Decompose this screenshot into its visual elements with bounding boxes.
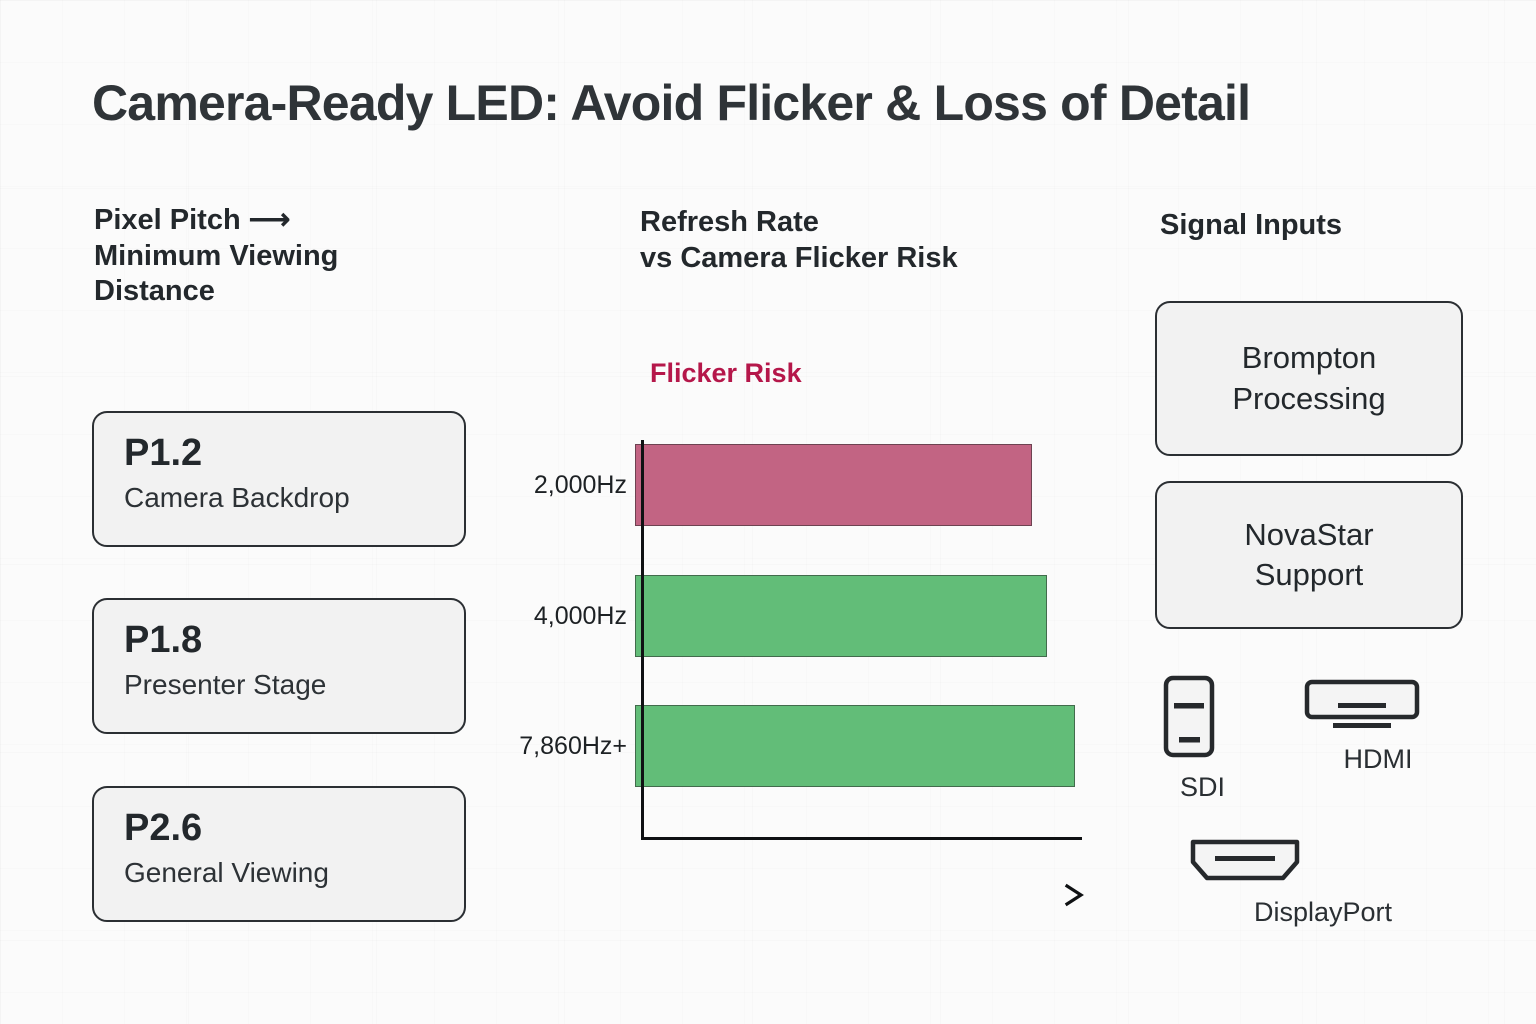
pitch-card-p18[interactable]: P1.8 Presenter Stage <box>92 598 466 734</box>
chart-tick-label: 2,000Hz <box>533 470 627 499</box>
connector-displayport[interactable]: DisplayPort <box>1152 836 1474 928</box>
refresh-rate-heading-line-1: Refresh Rate <box>640 206 819 238</box>
pitch-card-label: General Viewing <box>124 856 329 888</box>
page-title: Camera-Ready LED: Avoid Flicker & Loss o… <box>92 75 1251 131</box>
pitch-card-label: Camera Backdrop <box>124 481 350 513</box>
signal-card-brompton-processing[interactable]: Brompton Processing <box>1155 301 1463 456</box>
pixel-pitch-heading-line-2: Minimum Viewing <box>94 239 339 272</box>
pitch-card-p26[interactable]: P2.6 General Viewing <box>92 786 466 922</box>
signal-inputs-heading: Signal Inputs <box>1160 209 1343 241</box>
signal-card-line-1: NovaStar <box>1244 516 1374 552</box>
connector-sdi[interactable]: SDI <box>1162 675 1260 803</box>
chart-x-axis-line <box>641 837 1082 840</box>
chart-row: 2,000Hz <box>490 444 1110 526</box>
pitch-card-label: Presenter Stage <box>124 668 327 700</box>
chart-tick-label: 4,000Hz <box>533 601 627 630</box>
connector-label: SDI <box>1180 772 1226 802</box>
pixel-pitch-heading: Pixel Pitch ⟶ Minimum Viewing Distance <box>94 203 494 310</box>
chart-bar[interactable] <box>635 705 1075 787</box>
refresh-rate-heading-line-2: vs Camera Flicker Risk <box>640 241 958 274</box>
signal-card-line-2: Support <box>1254 557 1364 592</box>
chart-direction-arrow-icon <box>630 880 1090 910</box>
connector-label: HDMI <box>1343 744 1413 774</box>
refresh-rate-heading: Refresh Rate vs Camera Flicker Risk <box>640 205 1110 276</box>
connector-label: DisplayPort <box>1253 897 1393 927</box>
hdmi-connector-icon <box>1303 679 1423 736</box>
chart-row: 4,000Hz <box>490 575 1110 657</box>
displayport-connector-icon <box>1187 836 1303 889</box>
refresh-rate-bar-chart: 2,000Hz 4,000Hz 7,860Hz+ <box>490 430 1110 850</box>
chart-y-axis-line <box>641 440 644 840</box>
connector-hdmi[interactable]: HDMI <box>1288 679 1438 775</box>
chart-bar[interactable] <box>635 444 1032 526</box>
pixel-pitch-heading-line-1: Pixel Pitch ⟶ <box>94 204 291 236</box>
pitch-card-p12[interactable]: P1.2 Camera Backdrop <box>92 411 466 547</box>
pitch-card-value: P1.8 <box>124 619 203 661</box>
chart-row: 7,860Hz+ <box>490 705 1110 787</box>
pixel-pitch-heading-line-3: Distance <box>94 275 215 308</box>
signal-card-line-2: Processing <box>1232 380 1386 416</box>
sdi-connector-icon <box>1162 675 1218 764</box>
pitch-card-value: P2.6 <box>124 807 203 849</box>
signal-card-line-1: Brompton <box>1241 340 1377 376</box>
chart-bar[interactable] <box>635 575 1047 657</box>
signal-card-novastar-support[interactable]: NovaStar Support <box>1155 481 1463 629</box>
chart-tick-label: 7,860Hz+ <box>519 731 627 760</box>
pitch-card-value: P1.2 <box>124 432 203 474</box>
chart-legend-flicker-risk: Flicker Risk <box>650 358 802 388</box>
